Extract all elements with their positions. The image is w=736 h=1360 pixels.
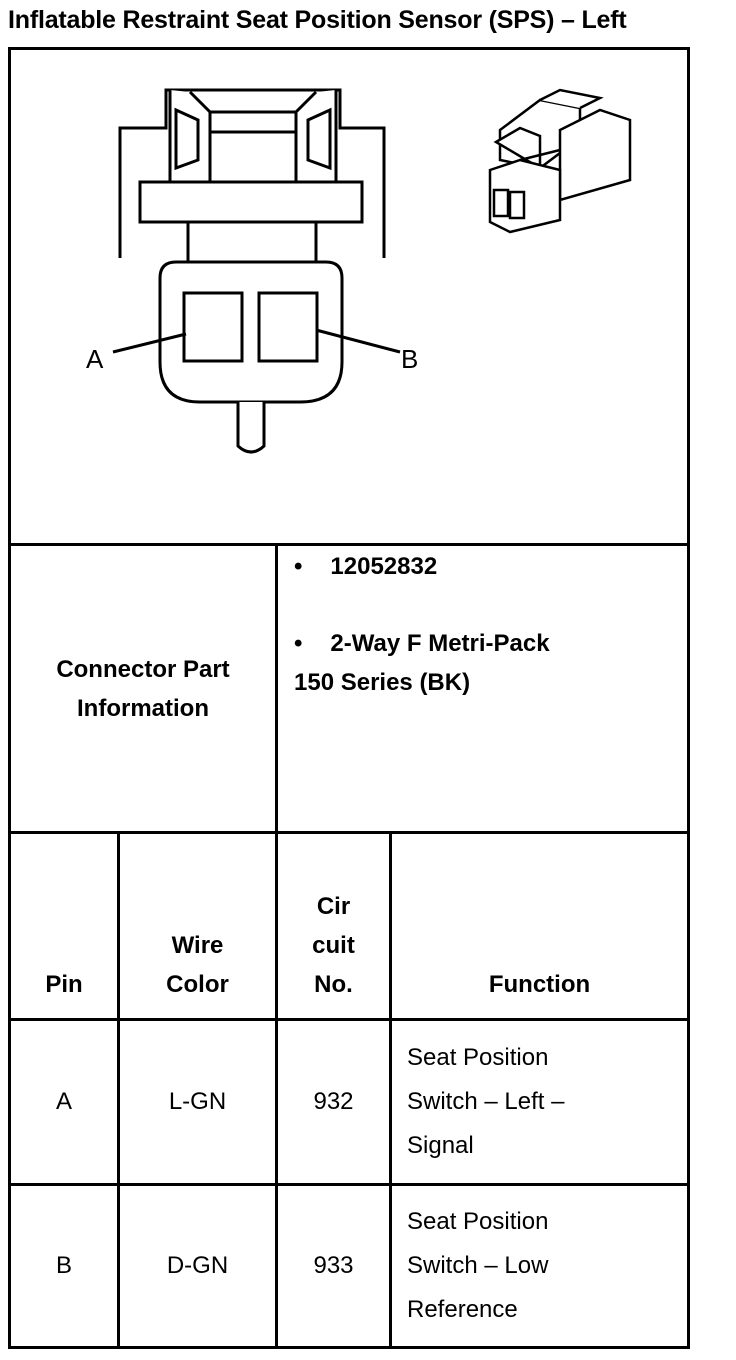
connector-table — [8, 47, 690, 1349]
pin-a-callout: A — [86, 344, 104, 374]
row-b-pin-text: B — [55, 1252, 72, 1279]
page-title: Inflatable Restraint Seat Position Senso… — [8, 6, 627, 34]
row-a-circuit-text: 932 — [313, 1088, 354, 1115]
header-circuit: Cir cuit No. — [278, 834, 389, 1004]
header-wire-color-line2: Color — [166, 971, 229, 998]
connector-info-label: Connector Part Information — [11, 546, 275, 831]
row-b-pin: B — [11, 1186, 117, 1346]
connector-face-diagram: A B — [86, 88, 632, 454]
row-b-wire-color: D-GN — [120, 1186, 275, 1346]
part-number: 12052832 — [330, 553, 438, 580]
row-a-pin: A — [11, 1021, 117, 1183]
connector-description-line2: 150 Series (BK) — [294, 669, 471, 696]
pin-b-callout: B — [401, 344, 418, 374]
divider-col-wire — [117, 831, 120, 1349]
header-circuit-line3: No. — [314, 971, 353, 998]
connector-description-item: • 2-Way F Metri-Pack — [294, 624, 684, 663]
header-function: Function — [392, 834, 687, 1004]
row-a-pin-text: A — [55, 1088, 72, 1115]
row-b-circuit: 933 — [278, 1186, 389, 1346]
divider-col-function — [389, 831, 392, 1349]
header-wire-color: Wire Color — [120, 834, 275, 1004]
row-a-function-line2: Switch – Left – — [407, 1088, 565, 1115]
row-b-function-line2: Switch – Low — [407, 1252, 549, 1279]
row-a-function: Seat Position Switch – Left – Signal — [407, 1021, 687, 1183]
row-a-function-line3: Signal — [407, 1132, 474, 1159]
connector-info-label-line2: Information — [77, 694, 209, 722]
header-wire-color-line1: Wire — [171, 932, 224, 959]
connector-info-label-line1: Connector Part — [56, 655, 230, 683]
divider-info-col — [275, 543, 278, 833]
row-a-wire-color-text: L-GN — [168, 1088, 227, 1115]
row-b-function-line1: Seat Position — [407, 1208, 549, 1235]
divider-col-circuit — [275, 831, 278, 1349]
header-circuit-line1: Cir — [316, 893, 351, 920]
part-number-item: • 12052832 — [294, 547, 684, 586]
divider-info — [8, 831, 690, 834]
row-b-function-line3: Reference — [407, 1296, 518, 1323]
connector-info-values: • 12052832 • 2-Way F Metri-Pack 150 Series… — [294, 547, 684, 702]
row-a-function-line1: Seat Position — [407, 1044, 549, 1071]
bullet-icon: • — [294, 553, 303, 580]
row-b-circuit-text: 933 — [313, 1252, 354, 1279]
bullet-icon: • — [294, 630, 303, 657]
row-b-function: Seat Position Switch – Low Reference — [407, 1186, 687, 1346]
header-circuit-line2: cuit — [312, 932, 355, 959]
row-a-circuit: 932 — [278, 1021, 389, 1183]
divider-header — [8, 1018, 690, 1021]
connector-description-line1: 2-Way F Metri-Pack — [330, 630, 550, 657]
row-b-wire-color-text: D-GN — [166, 1252, 229, 1279]
header-pin-text: Pin — [45, 971, 83, 998]
divider-row-a — [8, 1183, 690, 1186]
header-pin: Pin — [11, 834, 117, 1004]
header-function-text: Function — [488, 971, 591, 998]
row-a-wire-color: L-GN — [120, 1021, 275, 1183]
divider-diagram — [8, 543, 690, 546]
